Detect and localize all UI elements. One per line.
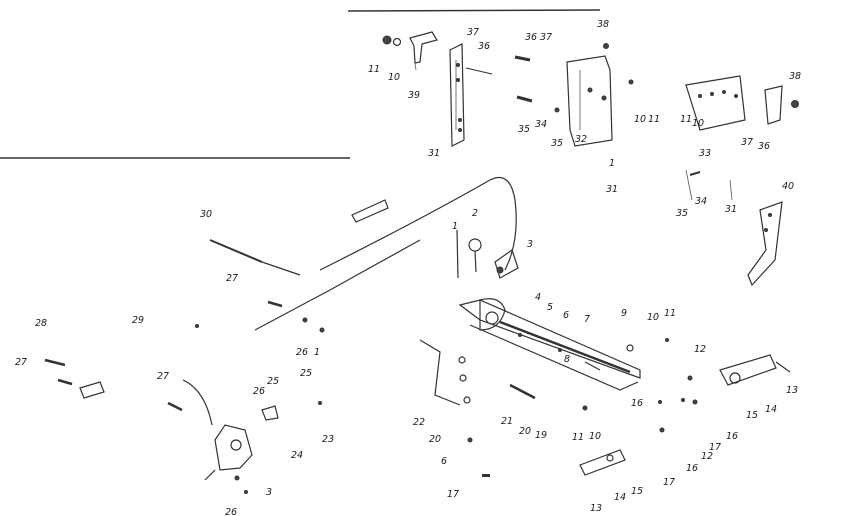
label: 34 <box>695 196 707 207</box>
label: 37 <box>540 32 552 43</box>
label: 11 <box>572 432 584 443</box>
label: 19 <box>535 430 547 441</box>
label: 28 <box>35 318 47 329</box>
label: 27 <box>15 357 27 368</box>
bracket-40 <box>747 201 783 287</box>
top-left-hardware <box>382 31 438 71</box>
label: 31 <box>606 184 618 195</box>
label: 35 <box>518 124 530 135</box>
label: 13 <box>786 385 798 396</box>
label: 27 <box>226 273 238 284</box>
pivot-2-3 <box>456 229 519 279</box>
label: 39 <box>408 90 420 101</box>
label: 10 <box>647 312 659 323</box>
label: 7 <box>584 314 590 325</box>
label: 16 <box>631 398 643 409</box>
label: 3 <box>266 487 272 498</box>
label: 23 <box>322 434 334 445</box>
label: 17 <box>709 442 721 453</box>
label: 13 <box>590 503 602 514</box>
label: 35 <box>551 138 563 149</box>
label: 12 <box>694 344 706 355</box>
label: 2 <box>472 208 478 219</box>
label: 1 <box>609 158 615 169</box>
label: 24 <box>291 450 303 461</box>
long-arm-30 <box>209 176 517 331</box>
label: 9 <box>621 308 627 319</box>
label: 4 <box>535 292 541 303</box>
label: 22 <box>413 417 425 428</box>
label: 38 <box>789 71 801 82</box>
callout-labels: 11 10 39 37 36 36 37 38 31 35 34 35 32 1… <box>15 19 801 516</box>
label: 16 <box>726 431 738 442</box>
label: 26 <box>253 386 265 397</box>
label: 11 <box>680 114 692 125</box>
label: 11 <box>664 308 676 319</box>
label: 10 <box>634 114 646 125</box>
label: 11 <box>368 64 380 75</box>
lower-lever-assembly <box>167 379 322 494</box>
label: 37 <box>741 137 753 148</box>
bracket-33 <box>685 75 799 201</box>
label: 36 <box>525 32 537 43</box>
label: 14 <box>765 404 777 415</box>
label: 1 <box>452 221 458 232</box>
label: 10 <box>692 118 704 129</box>
label: 30 <box>200 209 212 220</box>
label: 36 <box>758 141 770 152</box>
bracket-32 <box>566 43 634 147</box>
label: 14 <box>614 492 626 503</box>
label: 15 <box>746 410 758 421</box>
label: 40 <box>782 181 794 192</box>
label: 36 <box>478 41 490 52</box>
label: 6 <box>563 310 569 321</box>
label: 12 <box>701 451 713 462</box>
label: 11 <box>648 114 660 125</box>
center-linkage <box>419 339 588 477</box>
label: 5 <box>547 302 553 313</box>
label: 10 <box>589 431 601 442</box>
bolts-35-36 <box>514 55 560 113</box>
right-mechanism <box>579 338 791 476</box>
left-parts-27-28 <box>44 300 325 399</box>
label: 3 <box>527 239 533 250</box>
label: 25 <box>267 376 279 387</box>
label: 16 <box>686 463 698 474</box>
label: 38 <box>597 19 609 30</box>
label: 32 <box>575 134 587 145</box>
label: 29 <box>132 315 144 326</box>
top-separator-line <box>347 9 601 12</box>
label: 31 <box>725 204 737 215</box>
label: 27 <box>157 371 169 382</box>
label: 34 <box>535 119 547 130</box>
label: 37 <box>467 27 479 38</box>
label: 20 <box>429 434 441 445</box>
label: 25 <box>300 368 312 379</box>
label: 31 <box>428 148 440 159</box>
label: 33 <box>699 148 711 159</box>
label: 26 <box>296 347 308 358</box>
label: 17 <box>447 489 459 500</box>
label: 35 <box>676 208 688 219</box>
label: 8 <box>564 354 570 365</box>
label: 1 <box>314 347 320 358</box>
label: 17 <box>663 477 675 488</box>
label: 20 <box>519 426 531 437</box>
label: 21 <box>501 416 513 427</box>
label: 26 <box>225 507 237 516</box>
frame-channel <box>458 298 641 391</box>
upright-bracket-31 <box>449 43 493 147</box>
label: 10 <box>388 72 400 83</box>
label: 15 <box>631 486 643 497</box>
label: 6 <box>441 456 447 467</box>
